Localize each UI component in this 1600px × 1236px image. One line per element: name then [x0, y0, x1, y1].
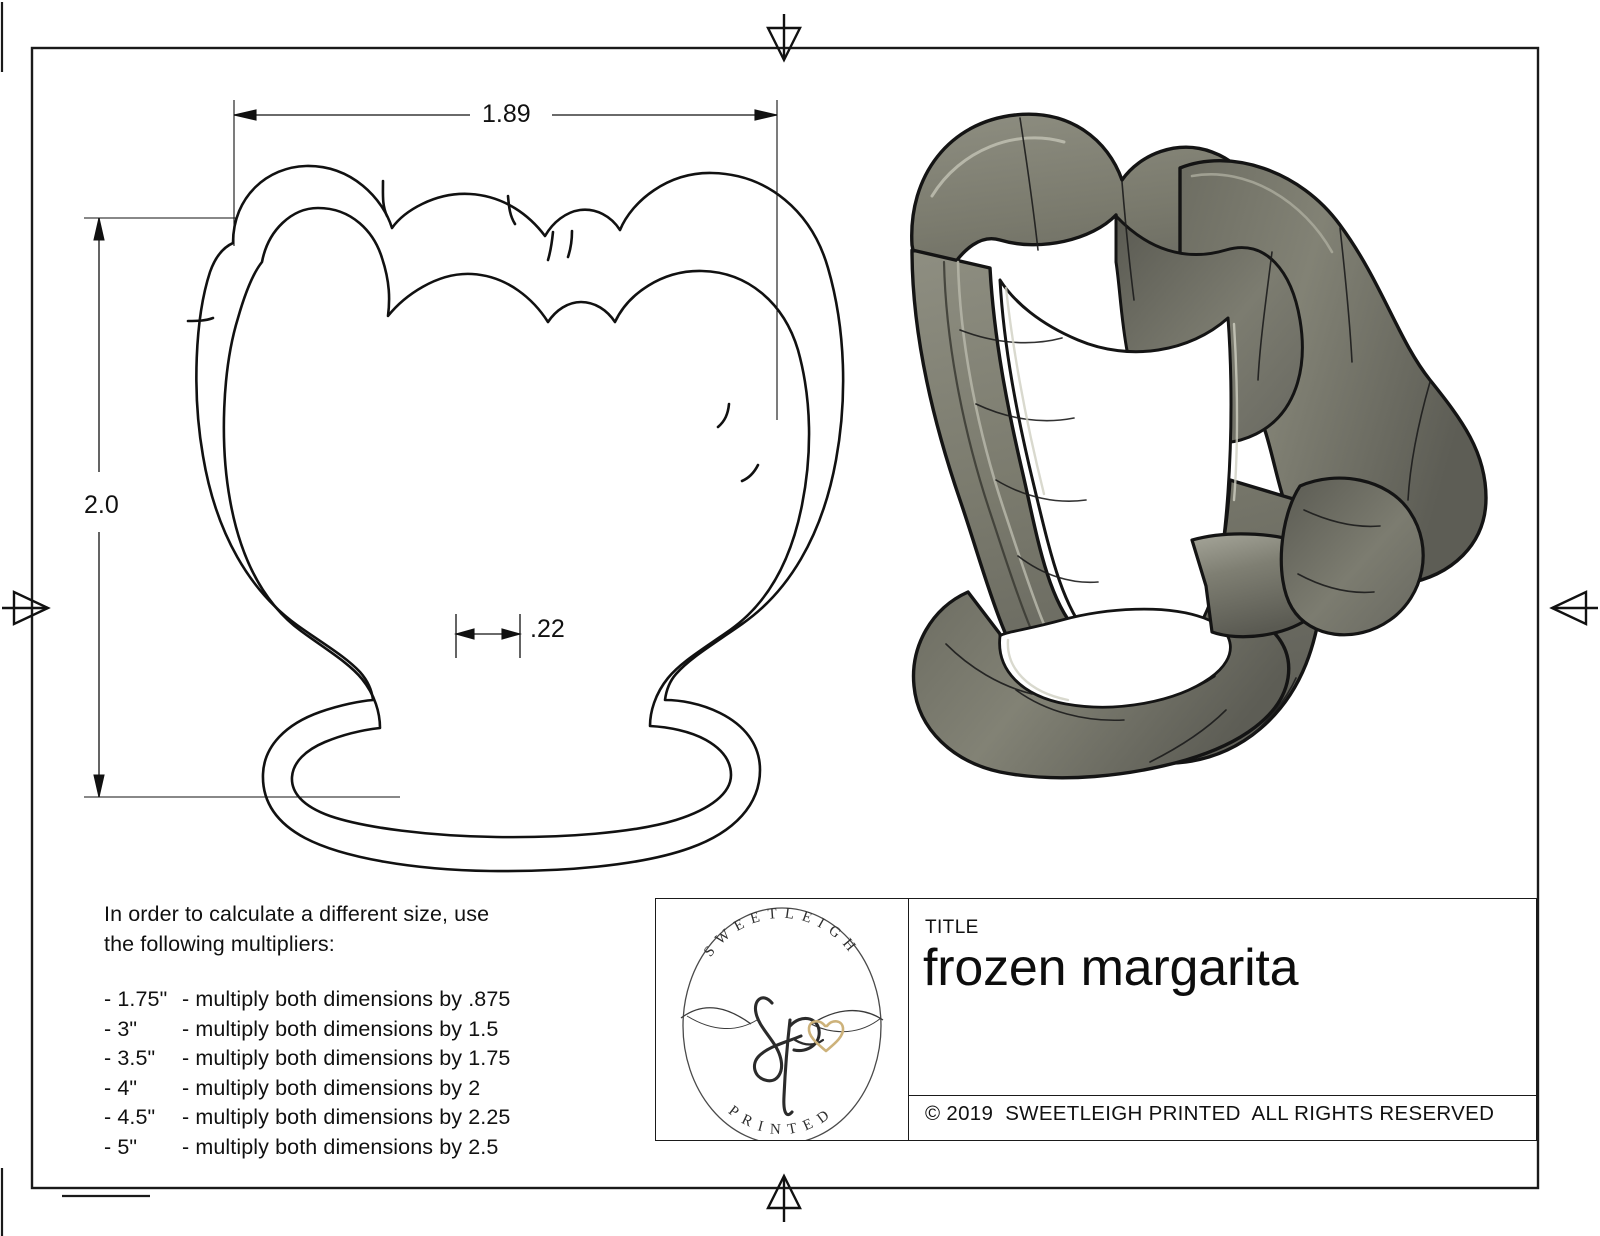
- note-size: - 4.5": [104, 1105, 156, 1129]
- copyright-notice: © 2019 SWEETLEIGH PRINTED ALL RIGHTS RES…: [925, 1102, 1495, 1125]
- cutter-outline-inner: [222, 206, 811, 839]
- list-item: - 1.75" - multiply both dimensions by .87…: [104, 985, 624, 1015]
- dim-arrow-neck-right: [501, 628, 523, 640]
- logo-flourish-right-2: [810, 1017, 882, 1032]
- logo-cell: SWEETLEIGH PRINTED: [656, 899, 909, 1140]
- logo-bottom-arc-text: PRINTED: [725, 1102, 839, 1137]
- dimension-value-stem-width: .22: [530, 615, 565, 643]
- iso-rim-highlights: [1004, 286, 1239, 702]
- list-item: - 3.5" - multiply both dimensions by 1.75: [104, 1044, 624, 1074]
- note-text: - multiply both dimensions by 2.25: [182, 1105, 511, 1129]
- logo-flourish-left: [680, 1006, 752, 1025]
- view-flat-pattern: [186, 164, 845, 873]
- dim-arrow-width-right: [754, 109, 778, 121]
- note-size: - 3": [104, 1016, 138, 1041]
- note-text: - multiply both dimensions by 2: [182, 1075, 481, 1100]
- list-item: - 4.5" - multiply both dimensions by 2.25: [104, 1103, 624, 1133]
- outline-notch-2: [506, 194, 517, 226]
- scaling-notes-intro: In order to calculate a different size, …: [104, 902, 490, 956]
- note-size: - 4": [104, 1075, 138, 1100]
- list-item: - 3" - multiply both dimensions by 1.5: [104, 1015, 624, 1045]
- dimension-lines: [84, 100, 778, 798]
- outline-notch-1: [381, 179, 389, 218]
- dim-arrow-neck-left: [453, 628, 475, 640]
- scaling-notes-list: - 1.75" - multiply both dimensions by .87…: [104, 985, 624, 1162]
- dim-arrow-height-bottom: [93, 774, 105, 798]
- logo-top-arc-text: SWEETLEIGH: [701, 905, 863, 959]
- dim-arrow-height-top: [93, 217, 105, 241]
- iso-edge-hl-1: [930, 136, 1066, 198]
- datum-mark-right: [1549, 590, 1598, 626]
- dimension-value-width: 1.89: [482, 100, 531, 128]
- outline-notch-7: [740, 463, 760, 483]
- cutter-outline-outer: [195, 164, 845, 873]
- iso-foot-hole: [998, 607, 1232, 709]
- page-title: frozen margarita: [923, 939, 1299, 997]
- note-text: - multiply both dimensions by 1.75: [182, 1046, 511, 1070]
- title-area: TITLE frozen margarita: [909, 899, 1536, 1096]
- note-size: - 3.5": [104, 1046, 156, 1070]
- title-block: SWEETLEIGH PRINTED: [655, 898, 1537, 1141]
- datum-mark-top: [766, 14, 802, 63]
- dim-arrow-width-left: [233, 109, 257, 121]
- note-text: - multiply both dimensions by 1.5: [182, 1016, 499, 1041]
- scaling-notes: In order to calculate a different size, …: [104, 899, 624, 1162]
- note-size: - 5": [104, 1134, 138, 1159]
- title-label: TITLE: [925, 917, 979, 938]
- note-text: - multiply both dimensions by 2.5: [182, 1134, 499, 1159]
- outline-notch-5: [186, 316, 215, 323]
- iso-edge-hl-2: [1190, 173, 1334, 254]
- iso-right-pillar: [1279, 476, 1425, 637]
- dimension-value-height: 2.0: [84, 491, 119, 519]
- title-block-main: TITLE frozen margarita © 2019 SWEETLEIGH…: [909, 899, 1536, 1140]
- view-isometric: [910, 112, 1488, 780]
- logo-flourish-left-2: [686, 1015, 758, 1029]
- note-text: - multiply both dimensions by .875: [182, 987, 511, 1011]
- datum-mark-left: [2, 590, 51, 626]
- logo-ring: [682, 906, 882, 1140]
- outline-notch-3: [546, 230, 555, 262]
- list-item: - 5" - multiply both dimensions by 2.5: [104, 1133, 624, 1163]
- list-item: - 4" - multiply both dimensions by 2: [104, 1074, 624, 1104]
- logo-monogram: [752, 995, 825, 1116]
- sweetleigh-printed-logo: SWEETLEIGH PRINTED: [680, 905, 884, 1140]
- note-size: - 1.75": [104, 987, 168, 1011]
- outline-notch-6: [716, 402, 731, 429]
- heart-icon: [807, 1019, 845, 1052]
- iso-facet-seams: [945, 117, 1431, 763]
- datum-mark-bottom: [766, 1173, 802, 1222]
- outline-notch-4: [566, 229, 574, 259]
